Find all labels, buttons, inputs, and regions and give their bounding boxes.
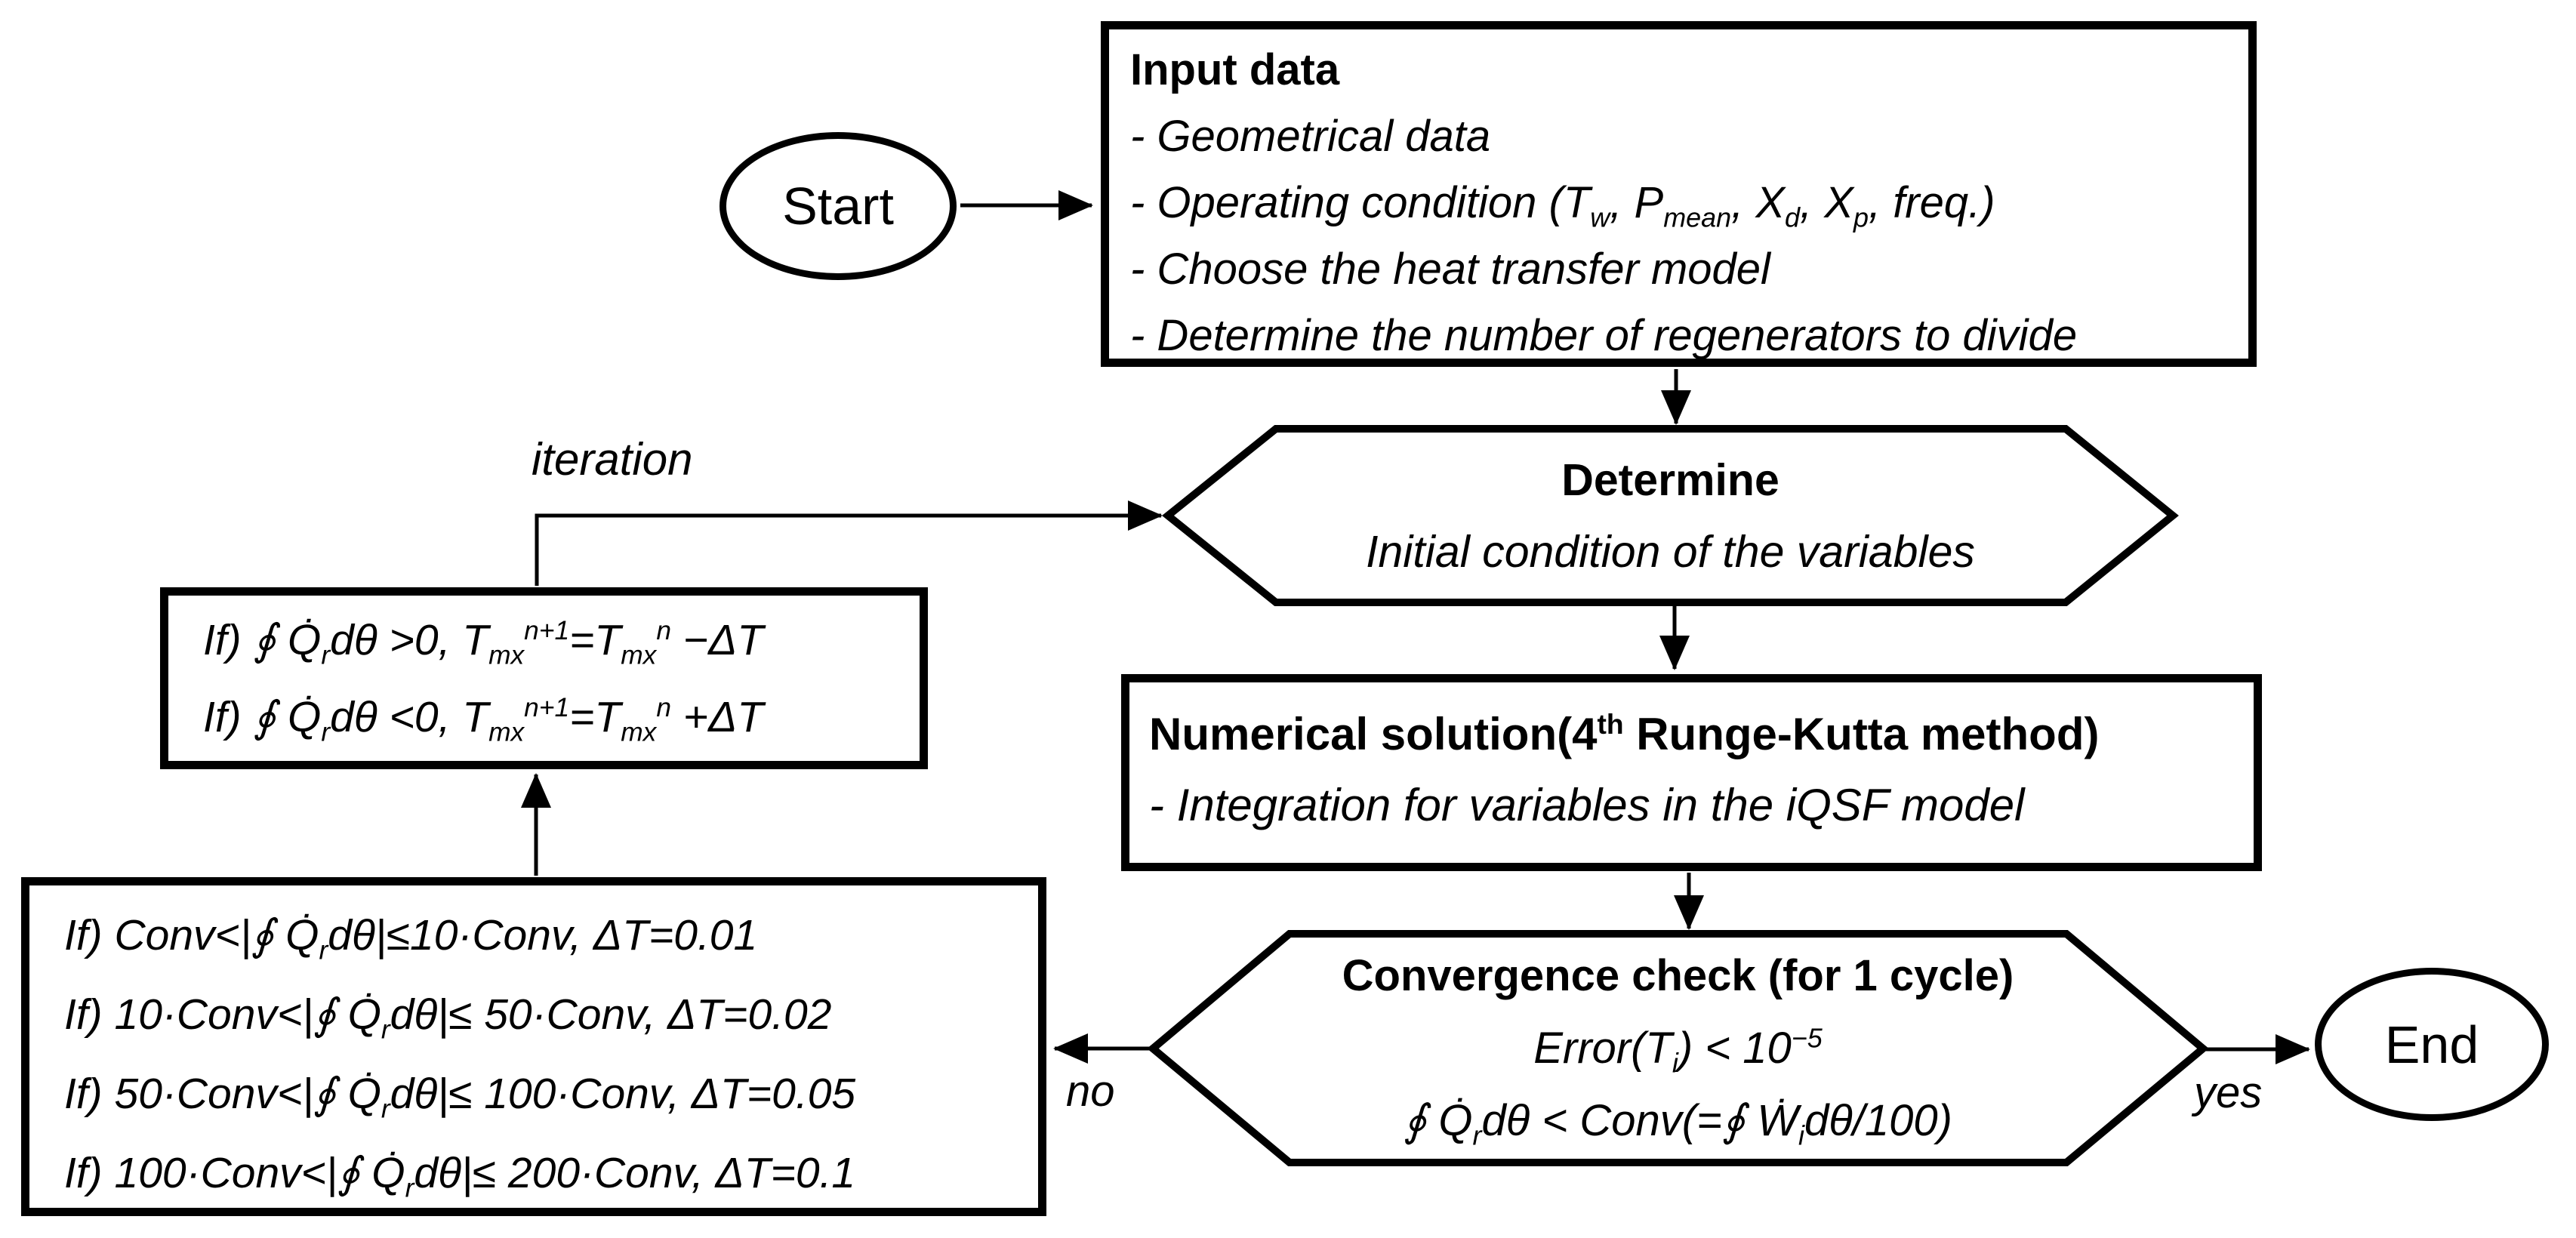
delta-t-rule-1: If) Conv<|∮ Q̇rdθ|≤10·Conv, ΔT=0.01 (64, 911, 758, 965)
end-node: End (2315, 968, 2549, 1121)
delta-t-rule-3: If) 50·Conv<|∮ Q̇rdθ|≤ 100·Conv, ΔT=0.05 (64, 1070, 856, 1124)
determine-subtitle: Initial condition of the variables (1366, 526, 1975, 577)
start-label: Start (782, 177, 894, 236)
edge-label-iteration: iteration (532, 434, 693, 485)
convergence-criterion-integral: ∮ Q̇rdθ < Conv(=∮ Ẇidθ/100) (1404, 1096, 1952, 1151)
input-data-item-geometry: - Geometrical data (1130, 112, 1491, 161)
tmx-update-rule-box: If) ∮ Q̇rdθ >0, Tmxn+1=Tmxn −ΔT If) ∮ Q̇… (160, 587, 928, 769)
edge-label-no: no (1066, 1067, 1115, 1116)
tmx-update-rule-positive: If) ∮ Q̇rdθ >0, Tmxn+1=Tmxn −ΔT (203, 616, 764, 670)
tmx-update-rule-negative: If) ∮ Q̇rdθ <0, Tmxn+1=Tmxn +ΔT (203, 693, 764, 747)
convergence-node-text: Convergence check (for 1 cycle) Error(Ti… (1153, 934, 2203, 1163)
input-data-item-regenerators: - Determine the number of regenerators t… (1130, 311, 2078, 360)
input-data-box: Input data - Geometrical data - Operatin… (1101, 21, 2257, 367)
determine-hexagon-shape (1162, 425, 2179, 606)
convergence-title: Convergence check (for 1 cycle) (1342, 951, 2014, 1000)
numerical-solution-item: - Integration for variables in the iQSF … (1149, 780, 2025, 830)
edge-label-yes: yes (2194, 1068, 2263, 1117)
convergence-criterion-error: Error(Ti) < 10−5 (1533, 1022, 1823, 1079)
start-node: Start (719, 132, 957, 280)
determine-title: Determine (1561, 454, 1779, 505)
input-data-item-operating: - Operating condition (Tw, Pmean, Xd, Xp… (1130, 178, 1995, 233)
input-data-item-heat-model: - Choose the heat transfer model (1130, 245, 1770, 294)
numerical-solution-box: Numerical solution(4th Runge-Kutta metho… (1121, 674, 2262, 871)
delta-t-rule-box: If) Conv<|∮ Q̇rdθ|≤10·Conv, ΔT=0.01 If) … (21, 877, 1046, 1216)
determine-node-text: Determine Initial condition of the varia… (1168, 429, 2173, 603)
end-label: End (2384, 1015, 2479, 1074)
delta-t-rule-2: If) 10·Conv<|∮ Q̇rdθ|≤ 50·Conv, ΔT=0.02 (64, 990, 832, 1045)
edge-iteration-to-determine (535, 500, 1163, 586)
delta-t-rule-4: If) 100·Conv<|∮ Q̇rdθ|≤ 200·Conv, ΔT=0.1 (64, 1149, 856, 1203)
convergence-hexagon-shape (1147, 930, 2209, 1166)
numerical-solution-title: Numerical solution(4th Runge-Kutta metho… (1149, 708, 2100, 759)
input-data-title: Input data (1130, 45, 1340, 94)
